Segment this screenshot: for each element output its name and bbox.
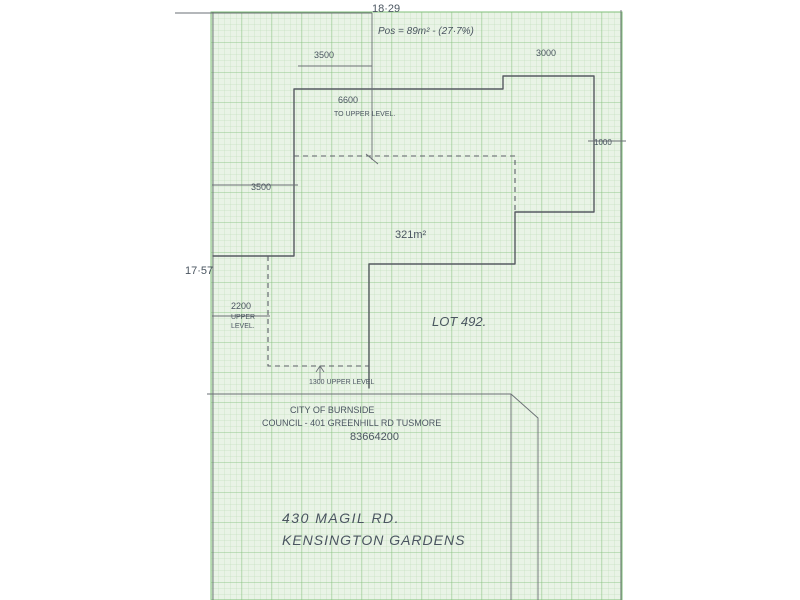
dim-3500-top-label: 3500 (314, 50, 334, 60)
building-outline (212, 75, 595, 389)
address-line-1: 430 MAGIL RD. (282, 510, 400, 526)
top-frontage-label: 18·29 (372, 3, 400, 15)
dim-6600-label: 6600 (338, 95, 358, 105)
graph-paper-border (210, 11, 623, 600)
site-boundary-lower (207, 393, 539, 600)
dim-3000-label: 3000 (536, 48, 556, 58)
dim-1300-label: 1300 UPPER LEVEL (309, 379, 374, 386)
dim-2200-note-2: LEVEL. (231, 323, 255, 330)
upper-level-outline (294, 155, 516, 212)
council-line-2: COUNCIL - 401 GREENHILL RD TUSMORE (262, 418, 441, 428)
graph-paper-grid (211, 12, 622, 600)
lot-label: LOT 492. (432, 314, 486, 329)
upper-level-outline-left (267, 256, 369, 367)
area-label: 321m² (395, 229, 427, 241)
dim-3500-left-label: 3500 (251, 182, 271, 192)
address-line-2: KENSINGTON GARDENS (282, 532, 465, 548)
dim-6600-note: TO UPPER LEVEL. (334, 111, 395, 118)
council-line-1: CITY OF BURNSIDE (290, 405, 374, 415)
dim-tick-6600 (365, 153, 379, 165)
pos-note: Pos = 89m² - (27·7%) (378, 26, 474, 37)
council-phone: 83664200 (350, 431, 399, 443)
dim-arrow-1300 (315, 365, 325, 373)
dim-2200-note-1: UPPER (231, 314, 255, 321)
left-frontage-label: 17·57 (185, 265, 213, 277)
dim-2200-label: 2200 (231, 301, 251, 311)
dim-1000-label: 1000 (594, 138, 612, 147)
